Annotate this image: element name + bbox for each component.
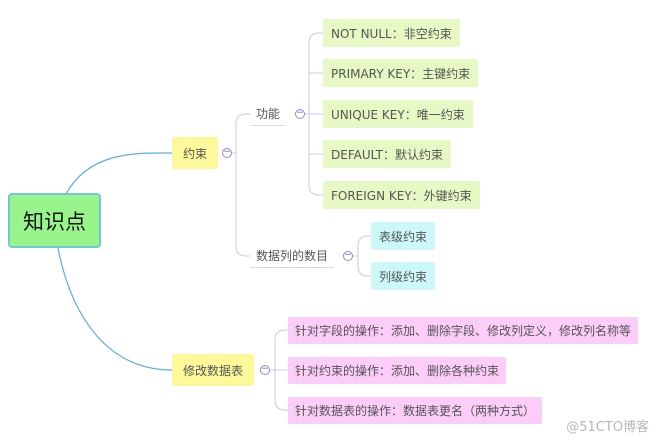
- modify-table-item-label: 针对数据表的操作：数据表更名（两种方式）: [295, 404, 536, 418]
- branch-modify-table[interactable]: 修改数据表: [172, 354, 255, 386]
- function-item[interactable]: NOT NULL：非空约束: [323, 19, 460, 47]
- function-item-label: UNIQUE KEY：唯一约束: [331, 107, 465, 122]
- column-count-item[interactable]: 列级约束: [371, 262, 436, 290]
- connector-function-items: [304, 32, 323, 196]
- collapse-column-count-icon[interactable]: −: [343, 250, 353, 261]
- connector-constraints-columns: [235, 153, 250, 257]
- sub-branch-function-label: 功能: [256, 107, 281, 121]
- sub-branch-function[interactable]: 功能: [250, 102, 287, 126]
- connector-modify-items: [270, 329, 288, 411]
- column-count-item[interactable]: 表级约束: [371, 222, 436, 250]
- column-count-item-label: 表级约束: [379, 229, 428, 244]
- branch-constraints[interactable]: 约束: [172, 137, 219, 169]
- branch-modify-table-label: 修改数据表: [183, 363, 244, 378]
- function-item-label: NOT NULL：非空约束: [331, 26, 452, 41]
- function-item-label: PRIMARY KEY：主键约束: [331, 66, 471, 81]
- watermark: @51CTO博客: [566, 420, 649, 435]
- sub-branch-column-count[interactable]: 数据列的数目: [250, 244, 335, 268]
- root-label: 知识点: [23, 209, 86, 234]
- connector-root-modify: [57, 247, 173, 371]
- root-node[interactable]: 知识点: [8, 193, 101, 248]
- collapse-constraints-icon[interactable]: −: [222, 147, 232, 158]
- column-count-item-label: 列级约束: [379, 269, 428, 284]
- connector-root-constraints: [65, 152, 173, 195]
- modify-table-item[interactable]: 针对字段的操作：添加、删除字段、修改列定义，修改列名称等: [288, 317, 639, 344]
- function-item[interactable]: PRIMARY KEY：主键约束: [323, 59, 479, 87]
- modify-table-item-label: 针对约束的操作：添加、删除各种约束: [295, 364, 500, 378]
- connector-constraints-function: [231, 113, 250, 154]
- modify-table-item[interactable]: 针对数据表的操作：数据表更名（两种方式）: [288, 397, 543, 424]
- function-item-label: DEFAULT：默认约束: [331, 147, 443, 162]
- collapse-modify-table-icon[interactable]: −: [260, 364, 270, 375]
- function-item[interactable]: FOREIGN KEY：外键约束: [323, 181, 480, 209]
- function-item[interactable]: UNIQUE KEY：唯一约束: [323, 100, 473, 128]
- collapse-function-icon[interactable]: −: [295, 108, 305, 119]
- modify-table-item-label: 针对字段的操作：添加、删除字段、修改列定义，修改列名称等: [295, 324, 632, 338]
- function-item[interactable]: DEFAULT：默认约束: [323, 140, 451, 168]
- branch-constraints-label: 约束: [183, 146, 208, 161]
- connector-columns-items: [352, 235, 371, 277]
- function-item-label: FOREIGN KEY：外键约束: [331, 188, 472, 203]
- modify-table-item[interactable]: 针对约束的操作：添加、删除各种约束: [288, 357, 507, 384]
- sub-branch-column-count-label: 数据列的数目: [256, 249, 329, 263]
